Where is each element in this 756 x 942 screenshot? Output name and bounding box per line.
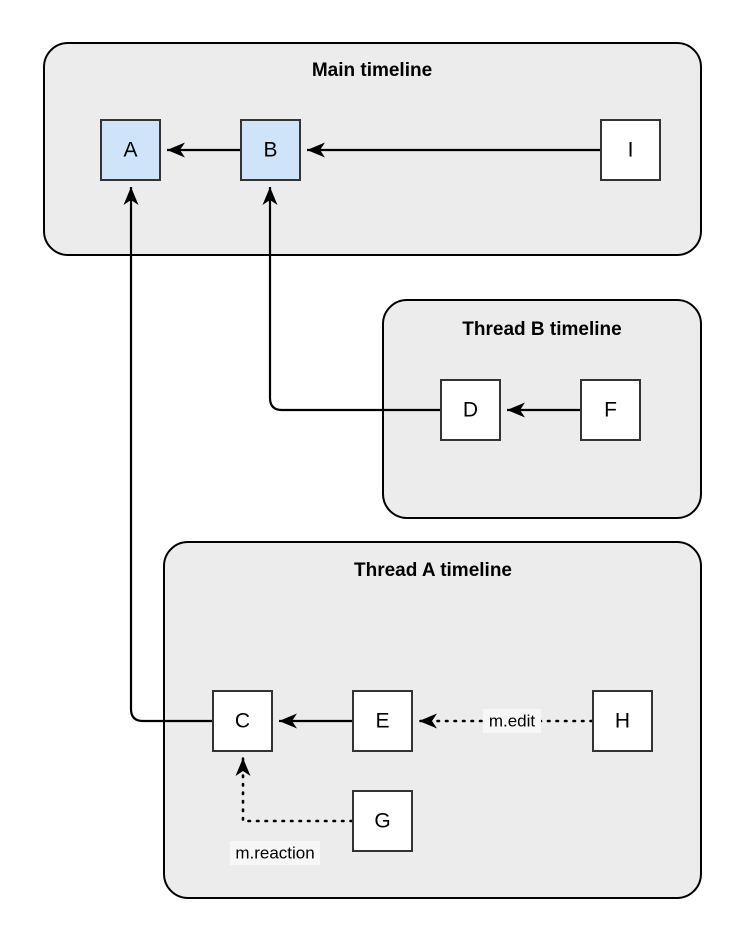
- edge-C-to-A: [129, 187, 212, 723]
- event-node-label-C: C: [235, 710, 250, 733]
- event-node-box-D[interactable]: [440, 379, 501, 441]
- edge-label-text-H-to-E: m.edit: [489, 711, 536, 730]
- event-node-A[interactable]: A: [100, 119, 161, 181]
- event-node-I[interactable]: I: [600, 119, 661, 181]
- edge-D-to-B: [268, 187, 440, 412]
- event-node-box-E[interactable]: [352, 690, 413, 752]
- event-node-C[interactable]: C: [212, 690, 273, 752]
- edge-label-G-to-C: m.reaction: [230, 841, 320, 865]
- edge-label-bg-G-to-C: [230, 841, 320, 865]
- event-node-B[interactable]: B: [240, 119, 301, 181]
- arrow-into-A-from-C-icon: [123, 187, 139, 205]
- event-node-label-B: B: [263, 139, 277, 162]
- event-node-label-E: E: [375, 710, 389, 733]
- event-node-D[interactable]: D: [440, 379, 501, 441]
- event-node-box-C[interactable]: [212, 690, 273, 752]
- event-node-box-F[interactable]: [580, 379, 641, 441]
- arrow-into-D-from-F-icon: [507, 402, 525, 418]
- event-node-label-H: H: [615, 710, 630, 733]
- group-title-main: Main timeline: [312, 60, 432, 81]
- edge-G-to-C: [241, 756, 354, 823]
- arrow-into-A-from-B-icon: [167, 142, 185, 158]
- arrow-into-B-from-I-icon: [307, 142, 325, 158]
- edge-label-H-to-E: m.edit: [483, 709, 541, 733]
- event-node-label-D: D: [463, 399, 478, 422]
- event-node-label-A: A: [123, 139, 137, 162]
- edge-labels-layer: m.edit m.reaction: [230, 709, 541, 865]
- group-title-threadA: Thread A timeline: [354, 560, 512, 581]
- arrow-into-C-from-E-icon: [279, 713, 297, 729]
- event-node-label-G: G: [374, 810, 390, 833]
- arrow-into-C-from-G-icon: [235, 758, 251, 776]
- group-title-threadB: Thread B timeline: [462, 319, 621, 340]
- arrow-into-B-from-D-icon: [262, 187, 278, 205]
- event-node-label-I: I: [628, 139, 634, 162]
- event-node-G[interactable]: G: [352, 790, 413, 852]
- edge-label-bg-H-to-E: [483, 709, 541, 733]
- event-node-box-G[interactable]: [352, 790, 413, 852]
- event-node-H[interactable]: H: [592, 690, 653, 752]
- edge-label-text-G-to-C: m.reaction: [235, 843, 314, 862]
- event-node-box-H[interactable]: [592, 690, 653, 752]
- event-node-F[interactable]: F: [580, 379, 641, 441]
- event-node-box-I[interactable]: [600, 119, 661, 181]
- event-node-box-A[interactable]: [100, 119, 161, 181]
- event-node-box-B[interactable]: [240, 119, 301, 181]
- nodes-layer: A B I D F C E H G: [100, 119, 661, 852]
- event-node-label-F: F: [604, 399, 617, 422]
- arrow-into-E-from-H-icon: [419, 713, 437, 729]
- event-node-E[interactable]: E: [352, 690, 413, 752]
